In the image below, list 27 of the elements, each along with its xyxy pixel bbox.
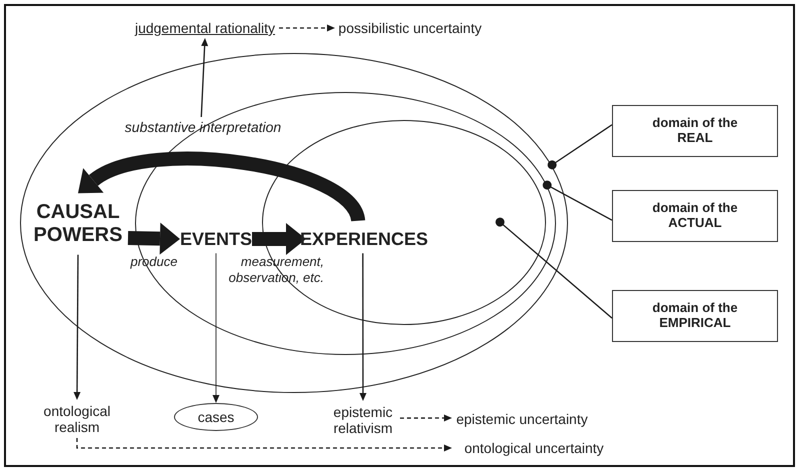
- leader-line: [496, 218, 612, 319]
- concept-heading: CAUSAL POWERS: [32, 201, 124, 247]
- node-text: epistemic uncertainty: [456, 410, 588, 428]
- domain-box: domain of the ACTUAL: [612, 190, 778, 242]
- node-text: ontological uncertainty: [464, 440, 604, 456]
- concept-heading: EVENTS: [180, 228, 252, 250]
- arrow: [200, 38, 208, 118]
- cases-oval: cases: [174, 403, 258, 431]
- arrow: [212, 252, 220, 403]
- block-arrow: [76, 152, 365, 224]
- leader-line: [548, 124, 612, 170]
- dashed-arrow: [400, 414, 452, 422]
- node-text: epistemic relativism: [332, 404, 394, 436]
- arrow: [74, 254, 81, 400]
- edge-caption: substantive interpretation: [124, 118, 282, 136]
- leader-line: [542, 180, 612, 221]
- node-text: possibilistic uncertainty: [338, 20, 482, 36]
- domain-box: domain of the REAL: [612, 105, 778, 157]
- concept-heading: EXPERIENCES: [300, 228, 428, 250]
- underlined-text: judgemental rationality: [134, 20, 276, 36]
- dashed-arrow: [76, 438, 452, 452]
- domain-box: domain of the EMPIRICAL: [612, 290, 778, 342]
- arrow: [360, 253, 366, 401]
- dashed-arrow: [279, 24, 335, 32]
- block-arrow: [128, 222, 180, 255]
- node-text: ontological realism: [42, 402, 112, 436]
- block-arrow: [252, 223, 306, 255]
